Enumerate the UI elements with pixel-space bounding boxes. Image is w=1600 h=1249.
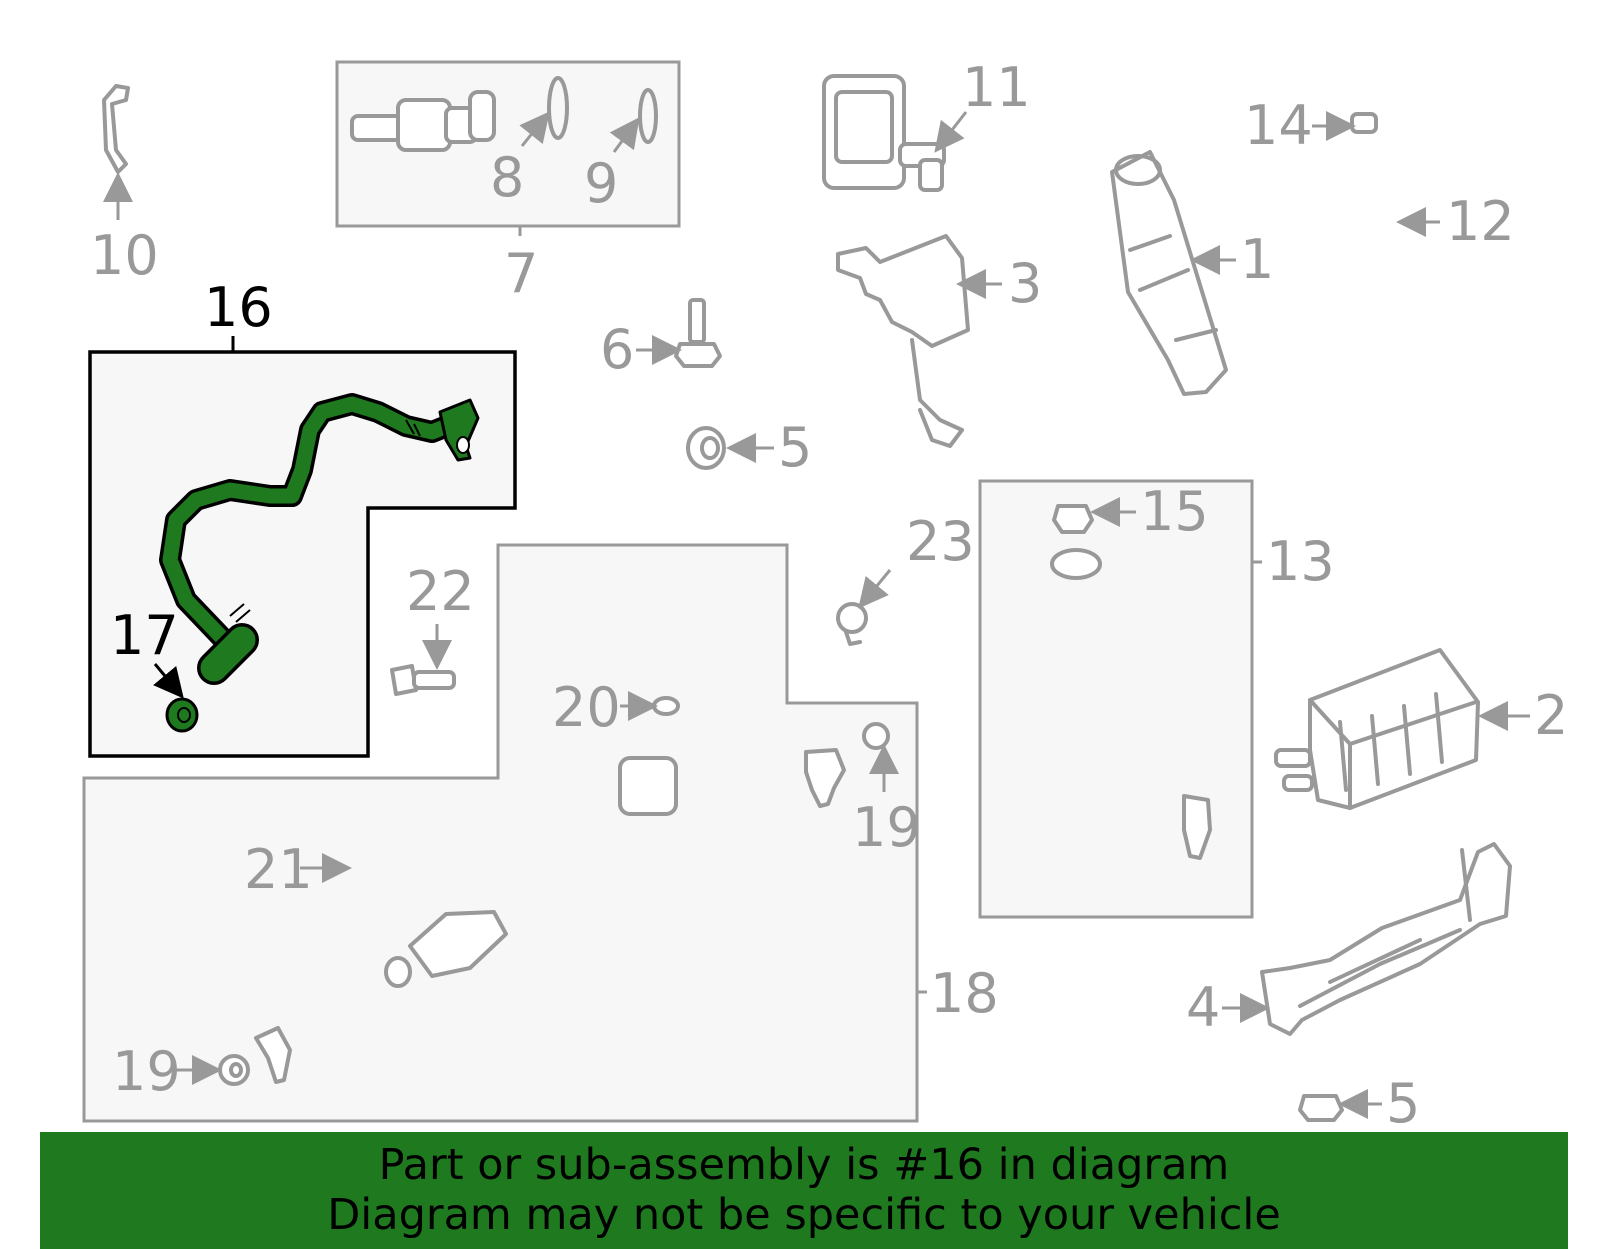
callout-9: 9 <box>584 152 618 215</box>
part-18-hose-assembly[interactable] <box>254 563 927 1084</box>
part-23-clip[interactable] <box>836 569 892 646</box>
callout-17: 17 <box>110 604 179 667</box>
callout-12: 12 <box>1446 190 1515 253</box>
part-6-bolt[interactable] <box>636 298 722 368</box>
callout-13: 13 <box>1266 530 1335 593</box>
callout-5-upper: 5 <box>778 416 812 479</box>
callout-4: 4 <box>1186 976 1220 1039</box>
part-10-bracket[interactable] <box>102 84 133 220</box>
callout-11: 11 <box>962 56 1031 119</box>
callout-14: 14 <box>1244 94 1313 157</box>
part-20-clip[interactable] <box>620 691 680 721</box>
callout-18: 18 <box>930 962 999 1025</box>
group-box-18 <box>82 543 919 1123</box>
part-22-bolt[interactable] <box>390 624 456 696</box>
callout-23: 23 <box>906 510 975 573</box>
group-box-16[interactable] <box>88 350 517 758</box>
callout-16: 16 <box>204 276 273 339</box>
part-19-grommet-upper[interactable] <box>862 722 899 792</box>
part-14-clip[interactable] <box>1312 111 1378 141</box>
part-7-valve[interactable] <box>350 90 496 152</box>
callout-22: 22 <box>406 560 475 623</box>
part-3-bracket[interactable] <box>836 234 1002 448</box>
callout-3: 3 <box>1008 252 1042 315</box>
callout-15: 15 <box>1140 480 1209 543</box>
part-16-vapor-hose[interactable] <box>159 393 480 685</box>
banner-line-1: Part or sub-assembly is #16 in diagram <box>378 1140 1230 1190</box>
callout-8: 8 <box>490 146 524 209</box>
banner-line-2: Diagram may not be specific to your vehi… <box>327 1190 1281 1240</box>
callout-19-lower: 19 <box>112 1040 181 1103</box>
part-5-grommet-upper[interactable] <box>686 426 774 470</box>
callout-10: 10 <box>90 224 159 287</box>
callout-1: 1 <box>1240 228 1274 291</box>
part-15-clip[interactable] <box>1052 497 1136 534</box>
part-17-nut[interactable] <box>153 663 199 733</box>
part-11-purge-valve[interactable] <box>822 74 968 192</box>
part-4-tray[interactable] <box>1222 842 1512 1036</box>
part-8-oring[interactable] <box>519 76 569 147</box>
callout-21: 21 <box>244 838 313 901</box>
part-13-hose-assembly[interactable] <box>1012 548 1262 860</box>
part-21-hose[interactable] <box>300 852 416 883</box>
callout-20: 20 <box>552 676 621 739</box>
notice-banner: Part or sub-assembly is #16 in diagram D… <box>40 1132 1568 1249</box>
callout-2: 2 <box>1534 684 1568 747</box>
part-12-hose[interactable] <box>1365 147 1440 309</box>
callout-5-lower: 5 <box>1386 1072 1420 1135</box>
part-19-grommet-lower[interactable] <box>176 1054 250 1086</box>
part-9-oring[interactable] <box>609 88 658 153</box>
part-5-nut-lower[interactable] <box>1298 1089 1382 1122</box>
callout-7: 7 <box>504 242 538 305</box>
callout-19-upper: 19 <box>852 796 921 859</box>
callout-6: 6 <box>600 318 634 381</box>
part-2-canister[interactable] <box>1274 648 1530 810</box>
part-1-filler-pipe[interactable] <box>1110 150 1236 396</box>
